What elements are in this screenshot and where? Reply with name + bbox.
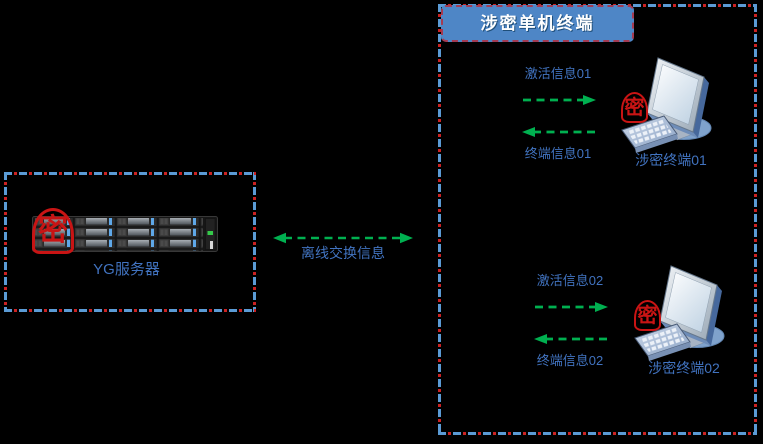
- arrow-right-icon: [523, 95, 596, 105]
- terminal-02-label: 涉密终端02: [648, 360, 720, 376]
- computer-icon: [621, 57, 712, 153]
- secrecy-seal-icon: 密: [634, 300, 661, 331]
- activate-info-label: 激活信息02: [536, 273, 604, 288]
- terminal-01-label: 涉密终端01: [635, 152, 707, 168]
- offline-exchange-label: 离线交换信息: [301, 245, 385, 261]
- flow-terminal-02: 激活信息02 终端信息02: [520, 270, 620, 368]
- terminal-info-label: 终端信息02: [536, 353, 604, 368]
- terminal-02-icon: 密: [629, 260, 734, 362]
- group-title: 涉密单机终端: [441, 5, 634, 42]
- terminal-group-box: 涉密单机终端 激活信息01 终端信息01: [438, 4, 757, 435]
- offline-exchange-arrow: [273, 232, 413, 244]
- secrecy-seal-icon: 密: [621, 92, 648, 123]
- terminal-01-icon: 密: [616, 52, 721, 154]
- activate-info-label: 激活信息01: [524, 66, 592, 81]
- secrecy-seal-icon: 密: [32, 208, 74, 254]
- flow-terminal-01: 激活信息01 终端信息01: [508, 63, 608, 161]
- server-group-box: 密 YG服务器: [4, 172, 256, 312]
- terminal-info-label: 终端信息01: [524, 146, 592, 161]
- arrow-left-icon: [534, 334, 607, 344]
- computer-icon: [634, 265, 725, 361]
- server-label: YG服务器: [93, 261, 160, 278]
- arrow-right-icon: [535, 302, 608, 312]
- arrow-left-icon: [522, 127, 595, 137]
